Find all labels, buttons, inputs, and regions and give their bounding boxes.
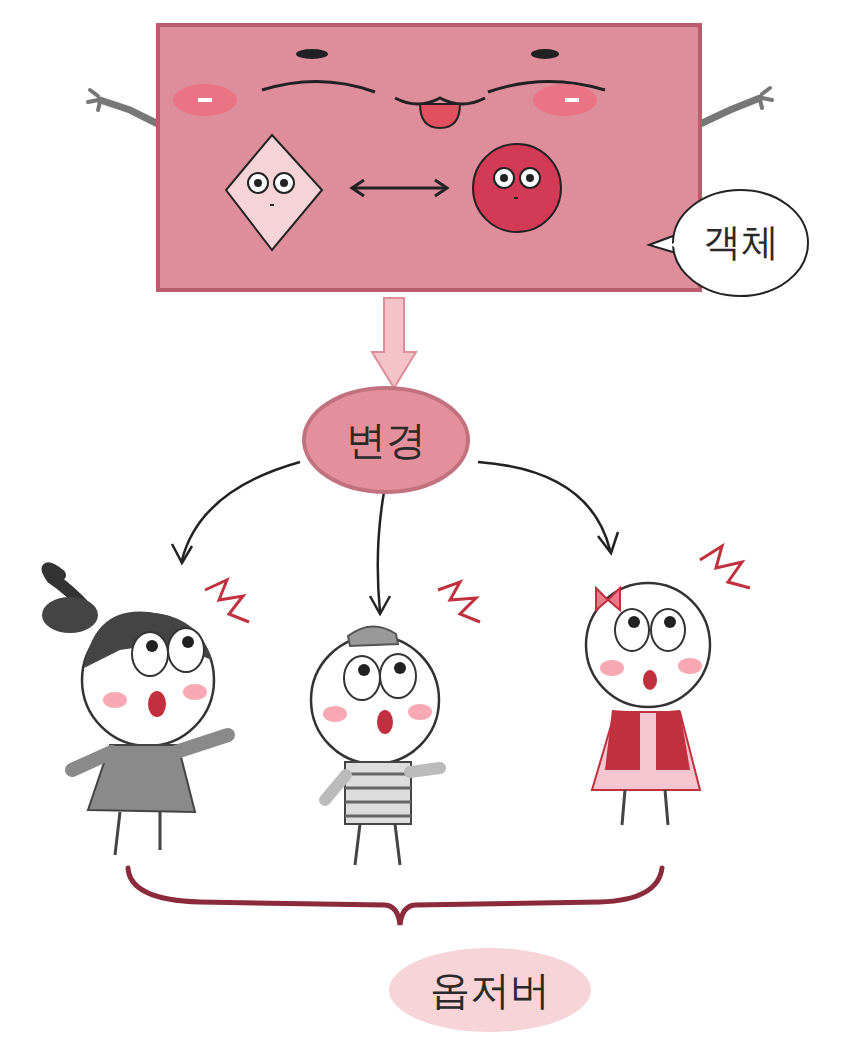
observer-label: 옵저버 [389,948,591,1032]
node-text: 옵저버 [430,966,550,1014]
change-oval: 변경 [300,384,472,496]
node-text: 변경 [346,416,426,464]
speech-bubble: 객체 [671,188,810,298]
node-text: 객체 [703,220,779,266]
